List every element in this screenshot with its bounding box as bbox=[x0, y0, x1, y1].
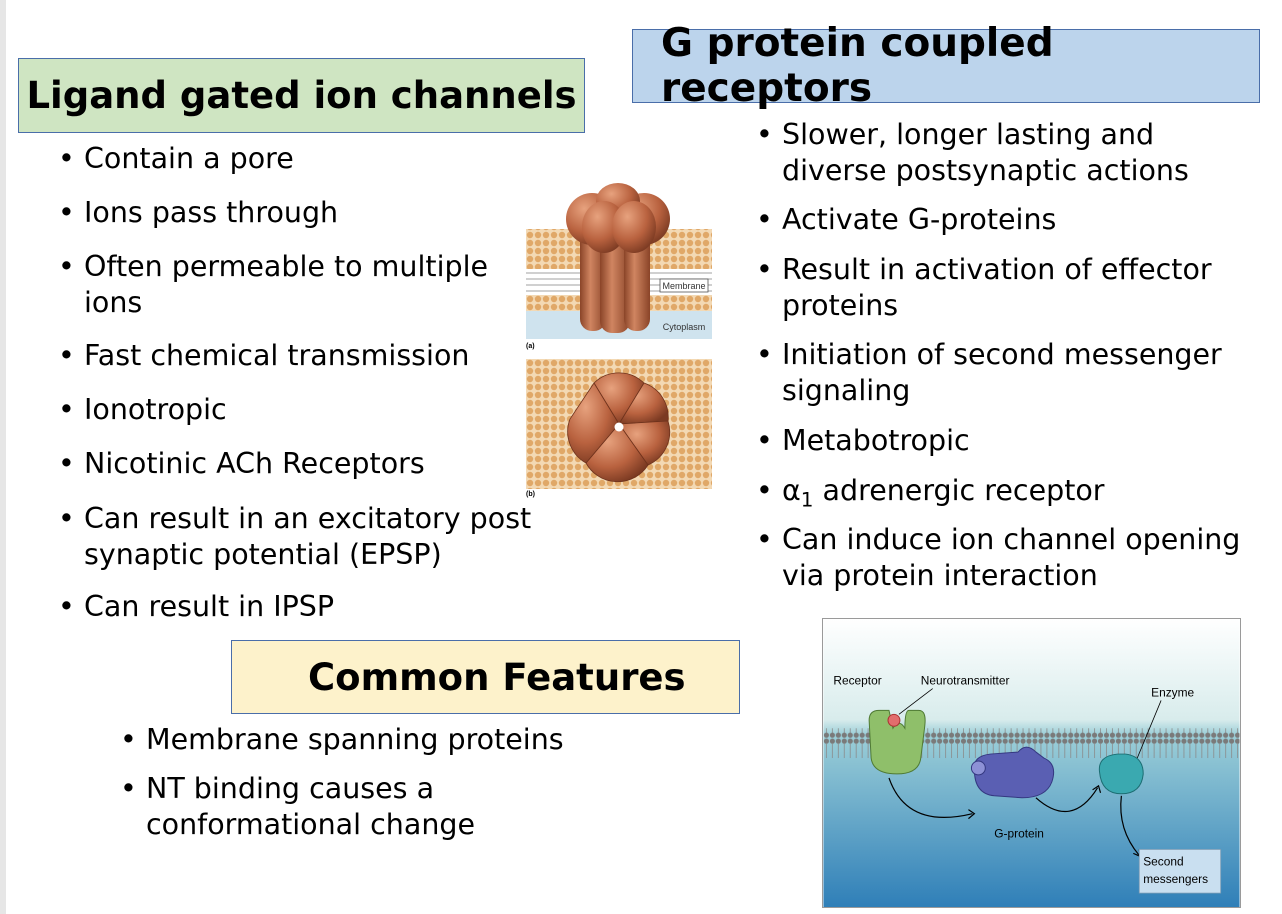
list-item: Can result in an excitatory post synapti… bbox=[58, 501, 558, 573]
list-item: Ionotropic bbox=[58, 392, 558, 428]
top-view-panel: (b) bbox=[526, 359, 712, 498]
left-edge-rule bbox=[0, 0, 6, 914]
panel-a-label: (a) bbox=[526, 343, 535, 350]
arrow-enzyme-to-messengers bbox=[1120, 795, 1140, 856]
receptor-shape bbox=[868, 709, 926, 775]
list-item-text: adrenergic receptor bbox=[813, 474, 1105, 507]
receptor-label: Receptor bbox=[833, 674, 881, 688]
list-item: Slower, longer lasting and diverse posts… bbox=[756, 117, 1226, 189]
neurotransmitter-label: Neurotransmitter bbox=[921, 674, 1010, 688]
second-messengers-label-line2: messengers bbox=[1143, 872, 1208, 886]
arrow-gprotein-to-enzyme bbox=[1035, 787, 1099, 813]
alpha-symbol: α bbox=[782, 474, 801, 507]
enzyme-shape bbox=[1098, 753, 1144, 795]
arrow-receptor-to-gprotein bbox=[888, 777, 973, 818]
neurotransmitter-dot bbox=[887, 713, 901, 727]
cytoplasm-label: Cytoplasm bbox=[663, 322, 706, 332]
list-item: Membrane spanning proteins bbox=[120, 722, 640, 758]
list-item: Can result in IPSP bbox=[58, 589, 558, 625]
second-messengers-label-line1: Second bbox=[1143, 854, 1183, 868]
enzyme-label: Enzyme bbox=[1151, 685, 1194, 699]
list-item: Activate G-proteins bbox=[756, 202, 1276, 238]
gprotein-shape bbox=[973, 746, 1055, 799]
list-item: Initiation of second messenger signaling bbox=[756, 337, 1256, 409]
panel-b-label: (b) bbox=[526, 491, 535, 498]
list-item: Often permeable to multiple ions bbox=[58, 249, 523, 321]
gprotein-signaling-figure: Receptor Neurotransmitter Enzyme G-prote… bbox=[822, 618, 1241, 908]
ligand-gated-title: Ligand gated ion channels bbox=[18, 58, 585, 133]
list-item: Nicotinic ACh Receptors bbox=[58, 446, 558, 482]
second-messengers-box bbox=[1138, 849, 1222, 894]
list-item: Metabotropic bbox=[756, 423, 1276, 459]
ion-channel-figure: Membrane Cytoplasm (a) (b) bbox=[526, 183, 712, 498]
list-item: Fast chemical transmission bbox=[58, 338, 558, 374]
list-item: Result in activation of effector protein… bbox=[756, 252, 1246, 324]
ligand-gated-list: Contain a pore Ions pass through Often p… bbox=[58, 141, 558, 625]
membrane-label: Membrane bbox=[662, 281, 705, 291]
side-view-panel: Membrane Cytoplasm (a) bbox=[526, 183, 712, 350]
membrane-label-box bbox=[659, 278, 709, 293]
gprotein-subunit bbox=[970, 760, 986, 776]
list-item: Ions pass through bbox=[58, 195, 558, 231]
list-item: Can induce ion channel opening via prote… bbox=[756, 522, 1276, 594]
gprotein-label: G-protein bbox=[994, 826, 1044, 840]
common-features-title: Common Features bbox=[231, 640, 740, 714]
list-item: α1 adrenergic receptor bbox=[756, 473, 1276, 512]
list-item: Contain a pore bbox=[58, 141, 558, 177]
common-features-list: Membrane spanning proteins NT binding ca… bbox=[120, 722, 640, 843]
alpha-subscript: 1 bbox=[800, 487, 814, 512]
gpcr-list: Slower, longer lasting and diverse posts… bbox=[756, 117, 1276, 594]
gpcr-title: G protein coupled receptors bbox=[632, 21, 1260, 111]
list-item: NT binding causes a conformational chang… bbox=[120, 771, 500, 843]
